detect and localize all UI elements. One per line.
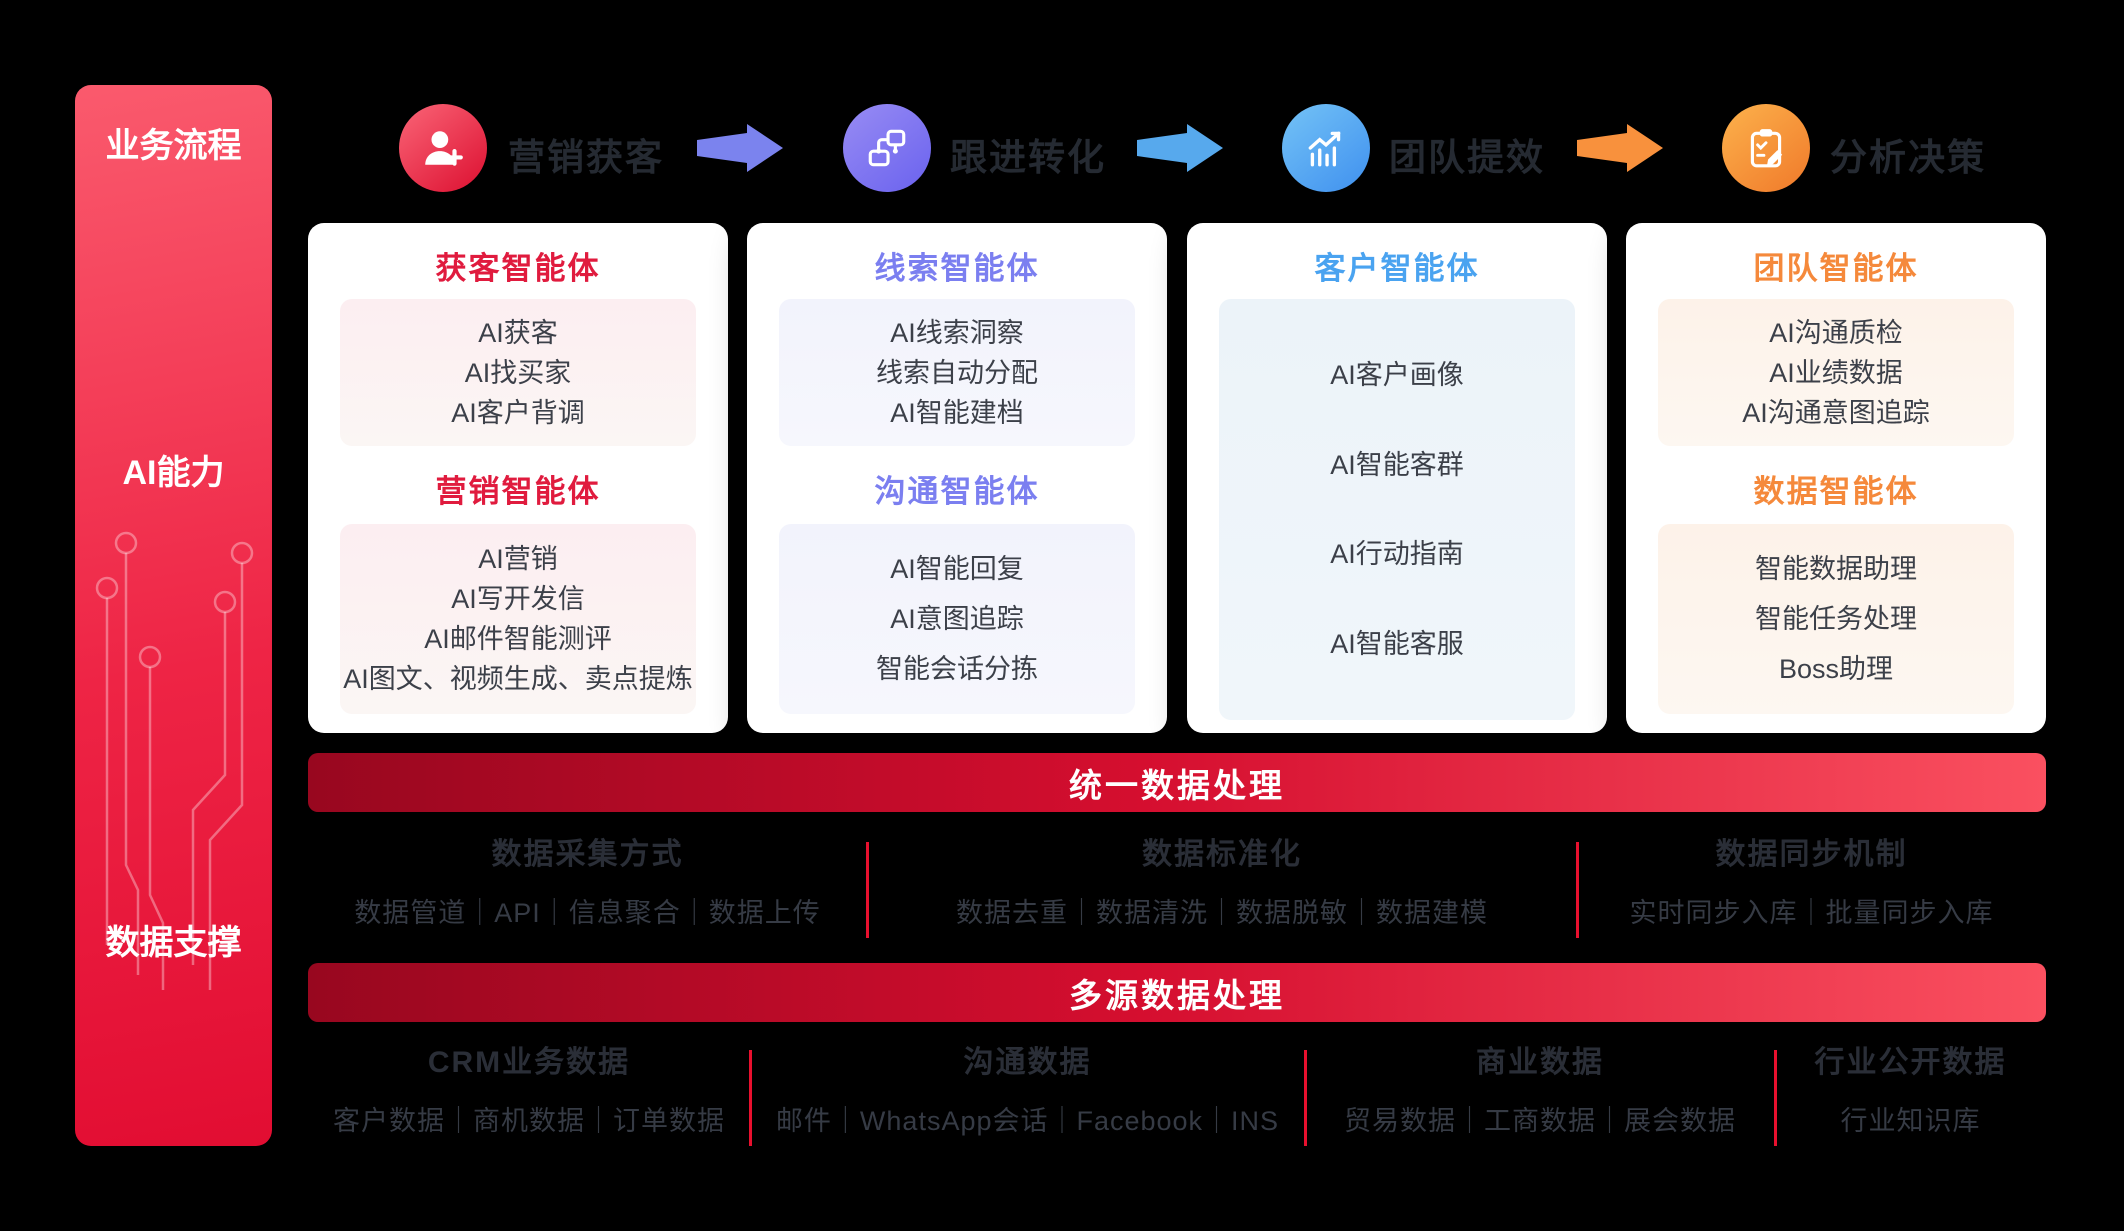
card-lead-agents: 线索智能体 AI线索洞察 线索自动分配 AI智能建档 沟通智能体 AI智能回复 … bbox=[747, 223, 1167, 733]
chart-growth-icon bbox=[1308, 131, 1341, 167]
column-data-sync: 数据同步机制 实时同步入库｜批量同步入库 bbox=[1576, 838, 2046, 938]
column-title: 数据标准化 bbox=[1142, 838, 1302, 871]
card-section-title: 团队智能体 bbox=[1753, 251, 1919, 286]
card-item: AI智能建档 bbox=[890, 397, 1024, 428]
card-item: AI获客 bbox=[478, 317, 558, 348]
card-item: AI业绩数据 bbox=[1769, 357, 1903, 388]
column-items: 邮件｜WhatsApp会话｜Facebook｜INS bbox=[775, 1106, 1280, 1136]
flow-step-label: 分析决策 bbox=[1830, 137, 1986, 178]
card-customer-agents: 客户智能体 AI客户画像 AI智能客群 AI行动指南 AI智能客服 bbox=[1187, 223, 1607, 733]
arrow-right-icon bbox=[1137, 124, 1223, 172]
card-section-title: 获客智能体 bbox=[435, 251, 601, 286]
user-add-icon bbox=[425, 131, 463, 166]
card-item: AI营销 bbox=[478, 544, 558, 574]
multisource-data-banner: 多源数据处理 bbox=[308, 963, 2046, 1022]
unified-data-banner: 统一数据处理 bbox=[308, 753, 2046, 812]
card-section-title: 营销智能体 bbox=[435, 474, 601, 509]
column-data-standardization: 数据标准化 数据去重｜数据清洗｜数据脱敏｜数据建模 bbox=[866, 838, 1577, 938]
card-item-box: AI线索洞察 线索自动分配 AI智能建档 bbox=[779, 299, 1135, 446]
card-item: AI图文、视频生成、卖点提炼 bbox=[343, 664, 693, 694]
card-item: AI智能客群 bbox=[1330, 449, 1464, 480]
card-section-title: 客户智能体 bbox=[1314, 251, 1480, 286]
card-item: 智能会话分拣 bbox=[876, 654, 1038, 684]
column-items: 实时同步入库｜批量同步入库 bbox=[1629, 898, 1994, 928]
column-title: CRM业务数据 bbox=[427, 1046, 631, 1079]
card-item-box: AI客户画像 AI智能客群 AI行动指南 AI智能客服 bbox=[1219, 299, 1575, 720]
sidebar-item-data-support: 数据支撑 bbox=[105, 924, 242, 962]
column-title: 商业数据 bbox=[1476, 1046, 1604, 1079]
column-title: 沟通数据 bbox=[963, 1046, 1092, 1079]
unified-data-columns: 数据采集方式 数据管道｜API｜信息聚合｜数据上传 数据标准化 数据去重｜数据清… bbox=[308, 838, 2046, 938]
column-business-data: 商业数据 贸易数据｜工商数据｜展会数据 bbox=[1304, 1046, 1775, 1146]
card-item: AI沟通意图追踪 bbox=[1742, 397, 1930, 428]
column-items: 数据管道｜API｜信息聚合｜数据上传 bbox=[354, 898, 821, 928]
arrow-right-icon bbox=[1577, 124, 1663, 172]
column-industry-public-data: 行业公开数据 行业知识库 bbox=[1774, 1046, 2046, 1146]
card-item-box: AI沟通质检 AI业绩数据 AI沟通意图追踪 bbox=[1658, 299, 2014, 446]
multisource-data-columns: CRM业务数据 客户数据｜商机数据｜订单数据 沟通数据 邮件｜WhatsApp会… bbox=[308, 1046, 2046, 1146]
column-items: 数据去重｜数据清洗｜数据脱敏｜数据建模 bbox=[956, 898, 1488, 928]
card-item: AI意图追踪 bbox=[890, 604, 1024, 634]
card-item: 智能任务处理 bbox=[1755, 604, 1917, 634]
sidebar-item-business-process: 业务流程 bbox=[105, 127, 242, 165]
column-items: 客户数据｜商机数据｜订单数据 bbox=[333, 1106, 725, 1136]
card-item: 线索自动分配 bbox=[876, 357, 1038, 388]
arrow-right-icon bbox=[697, 124, 783, 172]
card-item-box: 智能数据助理 智能任务处理 Boss助理 bbox=[1658, 524, 2014, 714]
card-item: AI邮件智能测评 bbox=[424, 624, 612, 654]
card-item-box: AI营销 AI写开发信 AI邮件智能测评 AI图文、视频生成、卖点提炼 bbox=[340, 524, 696, 714]
column-title: 行业公开数据 bbox=[1814, 1046, 2007, 1079]
card-section-title: 沟通智能体 bbox=[874, 474, 1040, 509]
card-item: AI智能回复 bbox=[890, 554, 1024, 584]
column-data-collection: 数据采集方式 数据管道｜API｜信息聚合｜数据上传 bbox=[308, 838, 867, 938]
column-crm-data: CRM业务数据 客户数据｜商机数据｜订单数据 bbox=[308, 1046, 750, 1146]
clipboard-icon bbox=[1750, 129, 1783, 168]
flow-step-follow-up bbox=[843, 104, 931, 192]
card-section-title: 数据智能体 bbox=[1753, 474, 1919, 509]
card-item-box: AI智能回复 AI意图追踪 智能会话分拣 bbox=[779, 524, 1135, 714]
flow-step-acquisition bbox=[399, 104, 487, 192]
card-item: AI线索洞察 bbox=[890, 317, 1024, 348]
column-items: 贸易数据｜工商数据｜展会数据 bbox=[1344, 1106, 1736, 1136]
sidebar-item-ai-capability: AI能力 bbox=[122, 454, 225, 492]
circuit-decoration bbox=[95, 531, 254, 990]
flow-step-analysis-decision bbox=[1722, 104, 1810, 192]
card-item: 智能数据助理 bbox=[1755, 554, 1917, 584]
flow-step-team-efficiency bbox=[1282, 104, 1370, 192]
workflow-icon bbox=[868, 129, 906, 167]
card-item: AI写开发信 bbox=[451, 584, 585, 614]
flow-step-label: 团队提效 bbox=[1389, 137, 1545, 178]
flow-step-label: 跟进转化 bbox=[950, 137, 1106, 178]
card-acquisition-agents: 获客智能体 AI获客 AI找买家 AI客户背调 营销智能体 AI营销 AI写开发… bbox=[308, 223, 728, 733]
card-item: AI沟通质检 bbox=[1769, 317, 1903, 348]
card-item: Boss助理 bbox=[1778, 654, 1894, 684]
card-item: AI找买家 bbox=[464, 357, 572, 388]
column-items: 行业知识库 bbox=[1840, 1106, 1981, 1136]
card-item: AI客户背调 bbox=[451, 397, 585, 428]
card-section-title: 线索智能体 bbox=[874, 251, 1040, 286]
card-item-box: AI获客 AI找买家 AI客户背调 bbox=[340, 299, 696, 446]
column-title: 数据采集方式 bbox=[491, 838, 684, 871]
card-item: AI行动指南 bbox=[1330, 539, 1464, 570]
column-title: 数据同步机制 bbox=[1715, 838, 1908, 871]
sidebar: 业务流程 AI能力 数据支撑 bbox=[75, 85, 272, 1146]
card-item: AI客户画像 bbox=[1330, 359, 1464, 390]
column-communication-data: 沟通数据 邮件｜WhatsApp会话｜Facebook｜INS bbox=[749, 1046, 1305, 1146]
card-item: AI智能客服 bbox=[1330, 629, 1464, 660]
flow-step-label: 营销获客 bbox=[508, 137, 664, 178]
card-team-agents: 团队智能体 AI沟通质检 AI业绩数据 AI沟通意图追踪 数据智能体 智能数据助… bbox=[1626, 223, 2046, 733]
